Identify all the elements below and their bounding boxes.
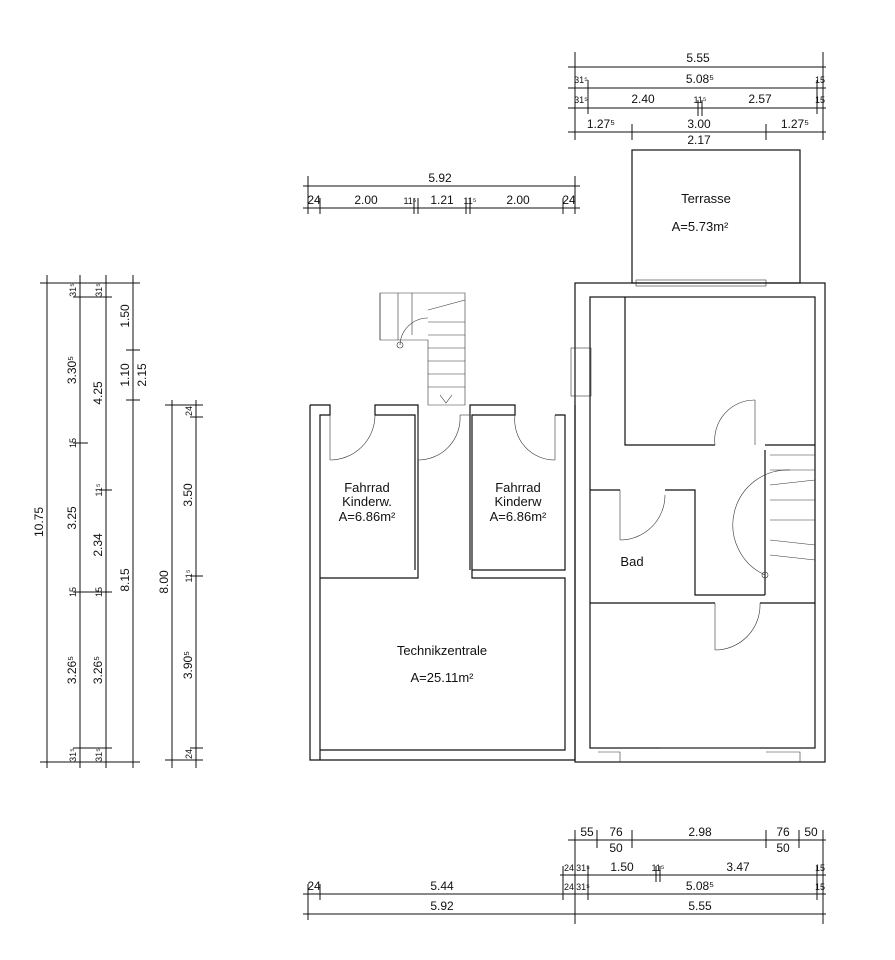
dim-label: 5.92 — [428, 171, 452, 185]
dim-label: 31⁵ — [94, 283, 104, 297]
dim-label: 2.15 — [135, 363, 149, 387]
dim-label: 11⁵ — [94, 483, 104, 496]
room-area: A=6.86m² — [339, 509, 396, 524]
dimension-chain-bottom: 55 76 50 2.98 76 50 50 24 31⁵ 1.50 11⁵ 3… — [303, 825, 826, 924]
dimension-chain-left: 10.75 31⁵ 3.30⁵ 15 3.25 15 3.26⁵ 31⁵ 31⁵… — [32, 275, 203, 768]
dim-label: 11⁵ — [693, 95, 706, 105]
dim-label: 3.47 — [726, 860, 750, 874]
dim-label: 3.30⁵ — [65, 356, 79, 384]
room-name: Bad — [620, 554, 643, 569]
dim-label: 31⁵ — [576, 863, 590, 873]
dim-label: 5.44 — [430, 879, 454, 893]
dim-label: 11⁵ — [184, 569, 194, 582]
dim-label: 31⁵ — [576, 882, 590, 892]
dim-label: 11⁵ — [463, 196, 476, 206]
room-name: Kinderw — [495, 494, 543, 509]
dim-label: 3.26⁵ — [65, 656, 79, 684]
terrasse: Terrasse A=5.73m² — [631, 149, 801, 287]
dim-label: 2.00 — [506, 193, 530, 207]
dim-label: 15 — [815, 882, 825, 892]
dim-label: 31⁵ — [68, 283, 78, 297]
staircase-left — [379, 292, 466, 406]
dim-label: 1.21 — [430, 193, 454, 207]
dim-label: 5.55 — [686, 51, 710, 65]
dim-label: 1.27⁵ — [781, 117, 809, 131]
dim-label: 2.00 — [354, 193, 378, 207]
dim-label: 15 — [94, 587, 104, 597]
dim-label: 1.10 — [118, 363, 132, 387]
dim-label: 3.50 — [181, 483, 195, 507]
dimension-chain-top-right: 5.55 31⁵ 5.08⁵ 15 31⁵ 2.40 11⁵ 2.57 15 1… — [568, 51, 826, 147]
dim-label: 24 — [184, 406, 194, 416]
dim-label: 24 — [562, 193, 576, 207]
dim-label: 2.40 — [631, 92, 655, 106]
dim-label: 3.00 — [687, 117, 711, 131]
dim-label: 31⁵ — [574, 95, 588, 105]
dim-label: 24 — [307, 879, 321, 893]
dim-label: 5.08⁵ — [686, 879, 714, 893]
dim-label: 24 — [307, 193, 321, 207]
building-left: Fahrrad Kinderw. A=6.86m² Fahrrad Kinder… — [309, 404, 576, 761]
dim-label: 2.57 — [748, 92, 772, 106]
dim-label: 76 — [609, 825, 623, 839]
dim-label: 5.55 — [688, 899, 712, 913]
room-name: Terrasse — [681, 191, 731, 206]
dim-label: 15 — [68, 587, 78, 597]
room-name: Technikzentrale — [397, 643, 487, 658]
dim-label: 24 — [564, 882, 574, 892]
dim-label: 8.00 — [157, 570, 171, 594]
dim-label: 76 — [776, 825, 790, 839]
dim-label: 8.15 — [118, 568, 132, 592]
room-name: Fahrrad — [344, 480, 390, 495]
dim-label: 50 — [804, 825, 818, 839]
dim-label: 31⁵ — [68, 748, 78, 762]
dim-label: 2.98 — [688, 825, 712, 839]
dim-label: 24 — [564, 863, 574, 873]
dim-label: 10.75 — [32, 507, 46, 537]
dim-label: 15 — [815, 863, 825, 873]
dim-label: 3.90⁵ — [181, 651, 195, 679]
dim-label: 15 — [815, 95, 825, 105]
dim-label: 24 — [184, 749, 194, 759]
dim-label: 5.08⁵ — [686, 72, 714, 86]
dim-label: 5.92 — [430, 899, 454, 913]
dimension-chain-top-left: 5.92 24 2.00 11⁵ 1.21 11⁵ 2.00 24 — [303, 171, 580, 214]
room-area: A=6.86m² — [490, 509, 547, 524]
building-right: Bad — [570, 282, 826, 763]
dim-label: 31⁵ — [574, 75, 588, 85]
dim-label: 1.50 — [610, 860, 634, 874]
dim-label: 1.50 — [118, 304, 132, 328]
dim-label: 31⁵ — [94, 748, 104, 762]
room-area: A=5.73m² — [672, 219, 729, 234]
dim-label: 15 — [815, 75, 825, 85]
dim-label: 3.26⁵ — [91, 656, 105, 684]
dim-label: 4.25 — [91, 381, 105, 405]
dim-label: 50 — [609, 841, 623, 855]
dim-label: 2.17 — [687, 133, 711, 147]
dim-label: 50 — [776, 841, 790, 855]
dim-label: 11⁵ — [651, 863, 664, 873]
dim-label: 15 — [68, 438, 78, 448]
room-name: Kinderw. — [342, 494, 392, 509]
dim-label: 1.27⁵ — [587, 117, 615, 131]
room-area: A=25.11m² — [411, 670, 475, 685]
dim-label: 55 — [580, 825, 594, 839]
dim-label: 2.34 — [91, 533, 105, 557]
room-name: Fahrrad — [495, 480, 541, 495]
dim-label: 11⁵ — [403, 196, 416, 206]
dim-label: 3.25 — [65, 506, 79, 530]
